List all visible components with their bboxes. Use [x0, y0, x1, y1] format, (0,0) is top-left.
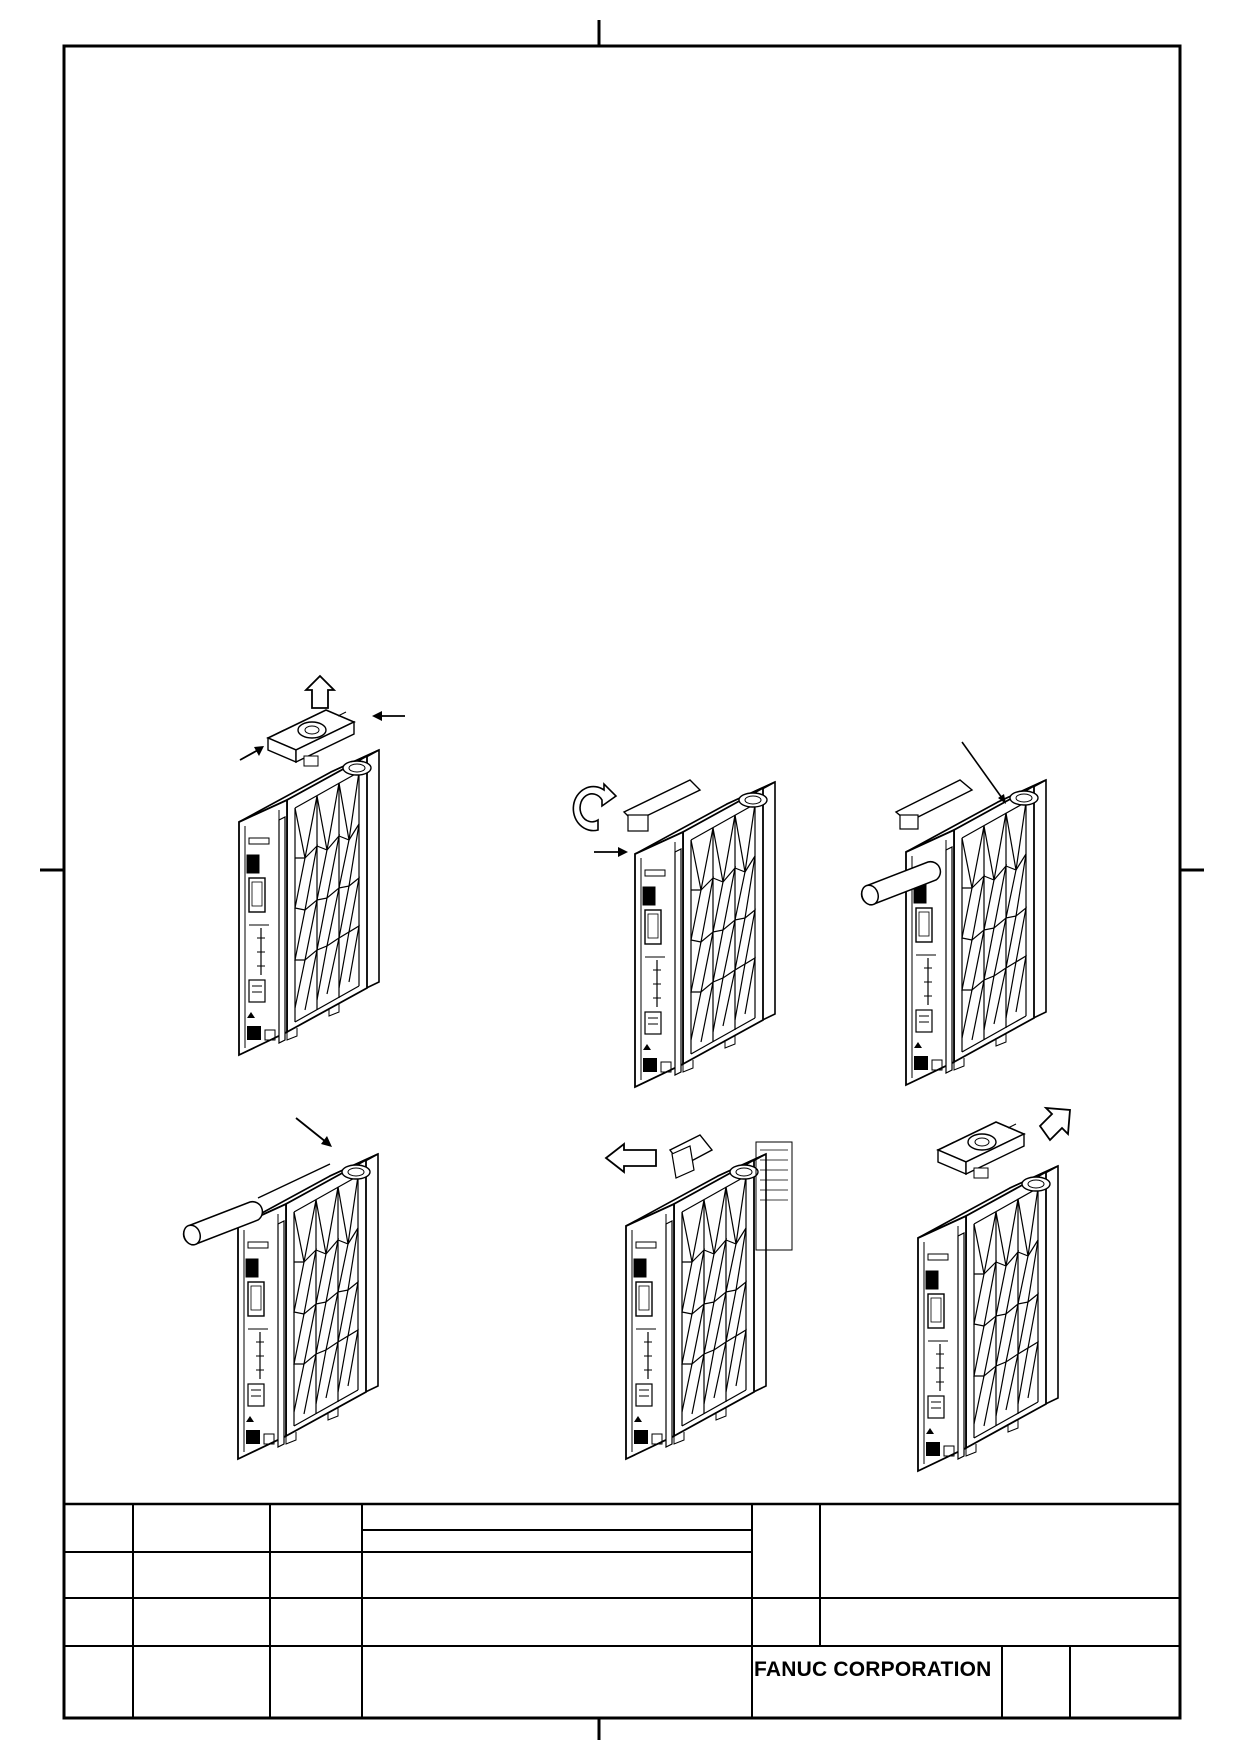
company-name: FANUC CORPORATION	[754, 1658, 992, 1681]
right-arrow-icon	[594, 847, 628, 857]
figure-step-6	[917, 1106, 1071, 1472]
rotate-arrow-icon	[572, 782, 618, 832]
title-block	[64, 1502, 1180, 1718]
left-arrow-icon	[372, 711, 405, 721]
left-outline-arrow-icon	[604, 1142, 657, 1174]
figure-step-5	[604, 1134, 793, 1460]
leader-line	[961, 741, 1006, 804]
diagonal-arrow-icon	[295, 1117, 332, 1147]
diagonal-outline-arrow-icon	[1038, 1106, 1071, 1142]
diagonal-arrow-icon	[239, 746, 264, 761]
registration-marks	[40, 20, 1204, 1740]
figure-step-1	[238, 674, 405, 1056]
figure-step-2	[572, 779, 776, 1088]
up-outline-arrow-icon	[303, 674, 337, 709]
figure-step-3	[858, 741, 1047, 1086]
figure-step-4	[180, 1117, 379, 1460]
sheet-border	[62, 44, 1182, 1720]
